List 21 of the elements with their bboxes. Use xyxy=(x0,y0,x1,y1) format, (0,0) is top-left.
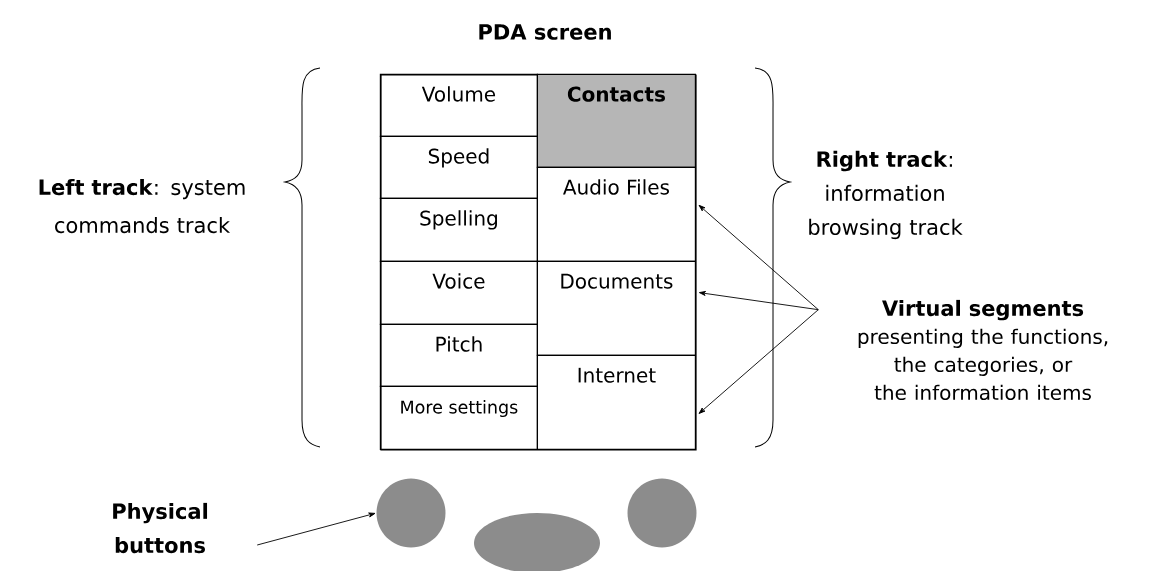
contacts-segment: Contacts xyxy=(536,73,696,168)
track-label: Right track: information browsing track xyxy=(809,150,963,240)
menu-segment: Speed xyxy=(379,135,538,199)
menu-segment: Documents xyxy=(536,260,696,356)
menu-segment: Voice xyxy=(379,260,538,325)
track-label: Left track: system commands track xyxy=(39,178,245,234)
screen-title: PDA screen xyxy=(479,24,611,40)
arrow xyxy=(698,291,819,311)
arrow xyxy=(256,512,376,546)
menu-segment: More settings xyxy=(379,385,538,450)
callout-text: Physical buttons xyxy=(113,502,208,554)
arrow xyxy=(698,204,819,311)
menu-segment: Internet xyxy=(536,354,696,450)
physical-button xyxy=(474,513,600,571)
menu-segment: Audio Files xyxy=(536,166,696,262)
menu-segment: Pitch xyxy=(379,323,538,387)
menu-segment: Spelling xyxy=(379,197,538,262)
callout-text: Virtual segments presenting the functions, the categories, or the information items xyxy=(858,299,1108,401)
physical-button xyxy=(627,478,697,548)
arrow xyxy=(698,309,819,414)
physical-button xyxy=(376,478,446,548)
